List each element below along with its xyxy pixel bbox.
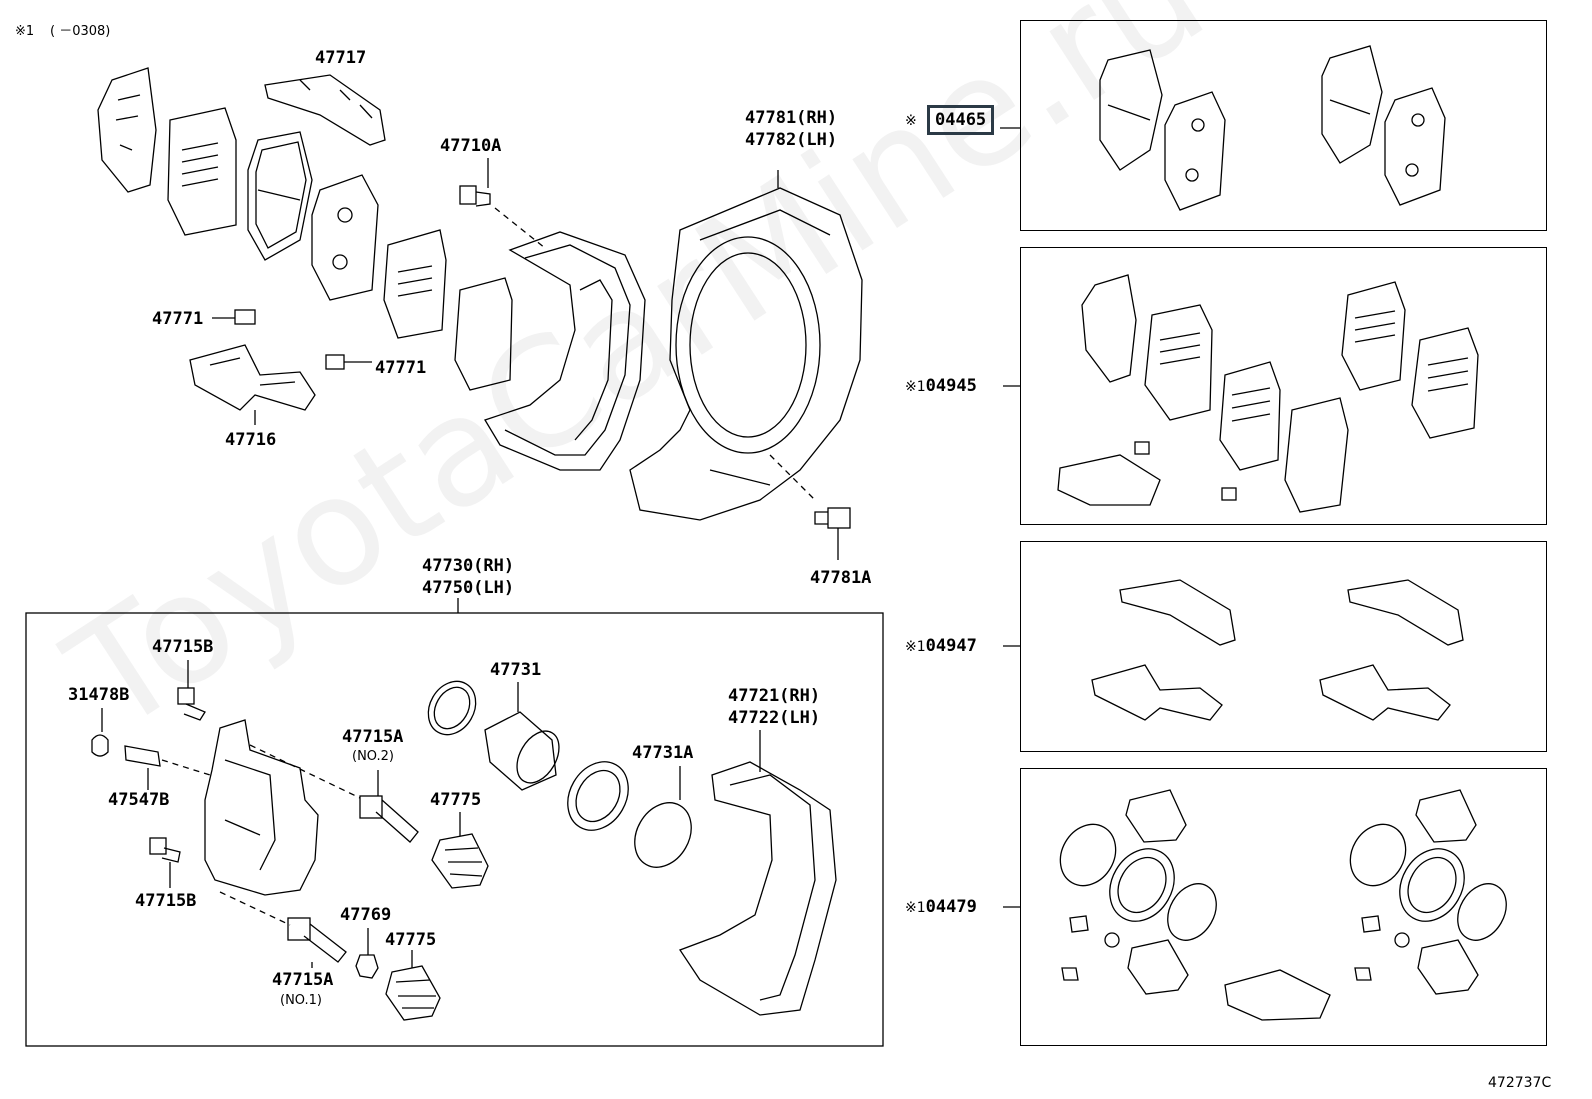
part-47715B-top[interactable]: 47715B xyxy=(152,637,214,657)
bushing-47769-drawing xyxy=(355,928,379,979)
kit-04465-pads-drawing xyxy=(1099,45,1446,211)
kit-04479-mark: ※1 xyxy=(905,900,926,916)
part-47775-b[interactable]: 47775 xyxy=(385,930,437,950)
caliper-bracket-lower-drawing xyxy=(679,730,837,1016)
piston-drawing xyxy=(484,682,560,791)
part-47710A[interactable]: 47710A xyxy=(440,136,502,156)
kit-04947-springs-drawing xyxy=(1091,579,1464,721)
kit-04479-code[interactable]: 04479 xyxy=(925,897,977,917)
pad-support-plate-drawing xyxy=(189,344,316,425)
label-no1: (NO.1) xyxy=(280,993,322,1008)
part-47769[interactable]: 47769 xyxy=(340,905,392,925)
part-47717[interactable]: 47717 xyxy=(315,48,367,68)
boot-47775-b-drawing xyxy=(385,950,441,1021)
kit-04479-seals-drawing xyxy=(1059,789,1507,1021)
caliper-cylinder-drawing xyxy=(204,719,361,926)
part-47722-lh[interactable]: 47722(LH) xyxy=(728,708,821,728)
note-range: ( －0308) xyxy=(50,24,111,39)
note-mark: ※1 xyxy=(15,24,35,39)
kit-callout-04479[interactable]: ※104479 xyxy=(905,897,977,918)
part-47730-rh[interactable]: 47730(RH) xyxy=(422,556,515,576)
clip-47771-a-drawing xyxy=(212,309,256,325)
caliper-assembly-box xyxy=(25,612,884,1047)
slide-pin-no1-drawing xyxy=(287,917,347,968)
kit-box-04479 xyxy=(1020,768,1547,1046)
part-47731[interactable]: 47731 xyxy=(490,660,542,680)
brake-pad-outer-drawing xyxy=(247,131,313,261)
part-47781-rh[interactable]: 47781(RH) xyxy=(745,108,838,128)
part-47731A[interactable]: 47731A xyxy=(632,743,694,763)
kit-04947-code[interactable]: 04947 xyxy=(925,636,977,656)
part-47716[interactable]: 47716 xyxy=(225,430,277,450)
bolt-47715B-bottom-drawing xyxy=(149,837,181,888)
part-47721-rh[interactable]: 47721(RH) xyxy=(728,686,821,706)
disc-dust-cover-drawing xyxy=(629,170,863,521)
part-47771-a[interactable]: 47771 xyxy=(152,309,204,329)
kit-callout-04945[interactable]: ※104945 xyxy=(905,376,977,397)
clip-47771-b-drawing xyxy=(325,354,372,370)
cylinder-boot-drawing xyxy=(567,761,629,831)
part-47715A-no2[interactable]: 47715A xyxy=(342,727,404,747)
kit-04945-code[interactable]: 04945 xyxy=(925,376,977,396)
outer-shim-drawing xyxy=(97,67,157,193)
bolt-47710A-drawing xyxy=(459,158,546,249)
brake-pad-inner-drawing xyxy=(311,174,379,301)
kit-04465-code[interactable]: 04465 xyxy=(926,105,995,135)
part-47781A[interactable]: 47781A xyxy=(810,568,872,588)
piston-seal-drawing xyxy=(427,680,477,736)
anti-squeal-shim-drawing xyxy=(383,229,447,339)
kit-box-04947 xyxy=(1020,541,1547,752)
kit-box-04465 xyxy=(1020,20,1547,231)
bleeder-plug-drawing xyxy=(124,745,211,790)
part-47547B[interactable]: 47547B xyxy=(108,790,170,810)
kit-box-04945 xyxy=(1020,247,1547,525)
part-47750-lh[interactable]: 47750(LH) xyxy=(422,578,515,598)
diagram-id: 472737C xyxy=(1488,1075,1552,1091)
bolt-47781A-drawing xyxy=(814,507,851,560)
kit-callout-04947[interactable]: ※104947 xyxy=(905,636,977,657)
kit-04945-mark: ※1 xyxy=(905,379,926,395)
caliper-mounting-bracket-drawing xyxy=(484,231,646,471)
part-47775-a[interactable]: 47775 xyxy=(430,790,482,810)
part-47771-b[interactable]: 47771 xyxy=(375,358,427,378)
part-47782-lh[interactable]: 47782(LH) xyxy=(745,130,838,150)
part-47715A-no1[interactable]: 47715A xyxy=(272,970,334,990)
slide-pin-no2-drawing xyxy=(359,770,419,843)
kit-04945-shims-drawing xyxy=(1057,274,1479,513)
part-47715B-bottom[interactable]: 47715B xyxy=(135,891,197,911)
anti-rattle-spring-drawing xyxy=(264,74,386,146)
kit-04465-mark: ※ xyxy=(905,113,917,129)
bolt-47715B-top-drawing xyxy=(177,660,206,721)
label-no2: (NO.2) xyxy=(352,749,394,764)
shim-plate-drawing xyxy=(454,277,513,391)
kit-callout-04465[interactable]: ※ 04465 xyxy=(905,105,995,135)
part-31478B[interactable]: 31478B xyxy=(68,685,130,705)
kit-04947-mark: ※1 xyxy=(905,639,926,655)
inner-shim-drawing xyxy=(167,107,237,236)
boot-47775-a-drawing xyxy=(431,812,489,889)
ring-47731A-drawing xyxy=(634,766,692,868)
bleeder-cap-drawing xyxy=(91,708,109,757)
